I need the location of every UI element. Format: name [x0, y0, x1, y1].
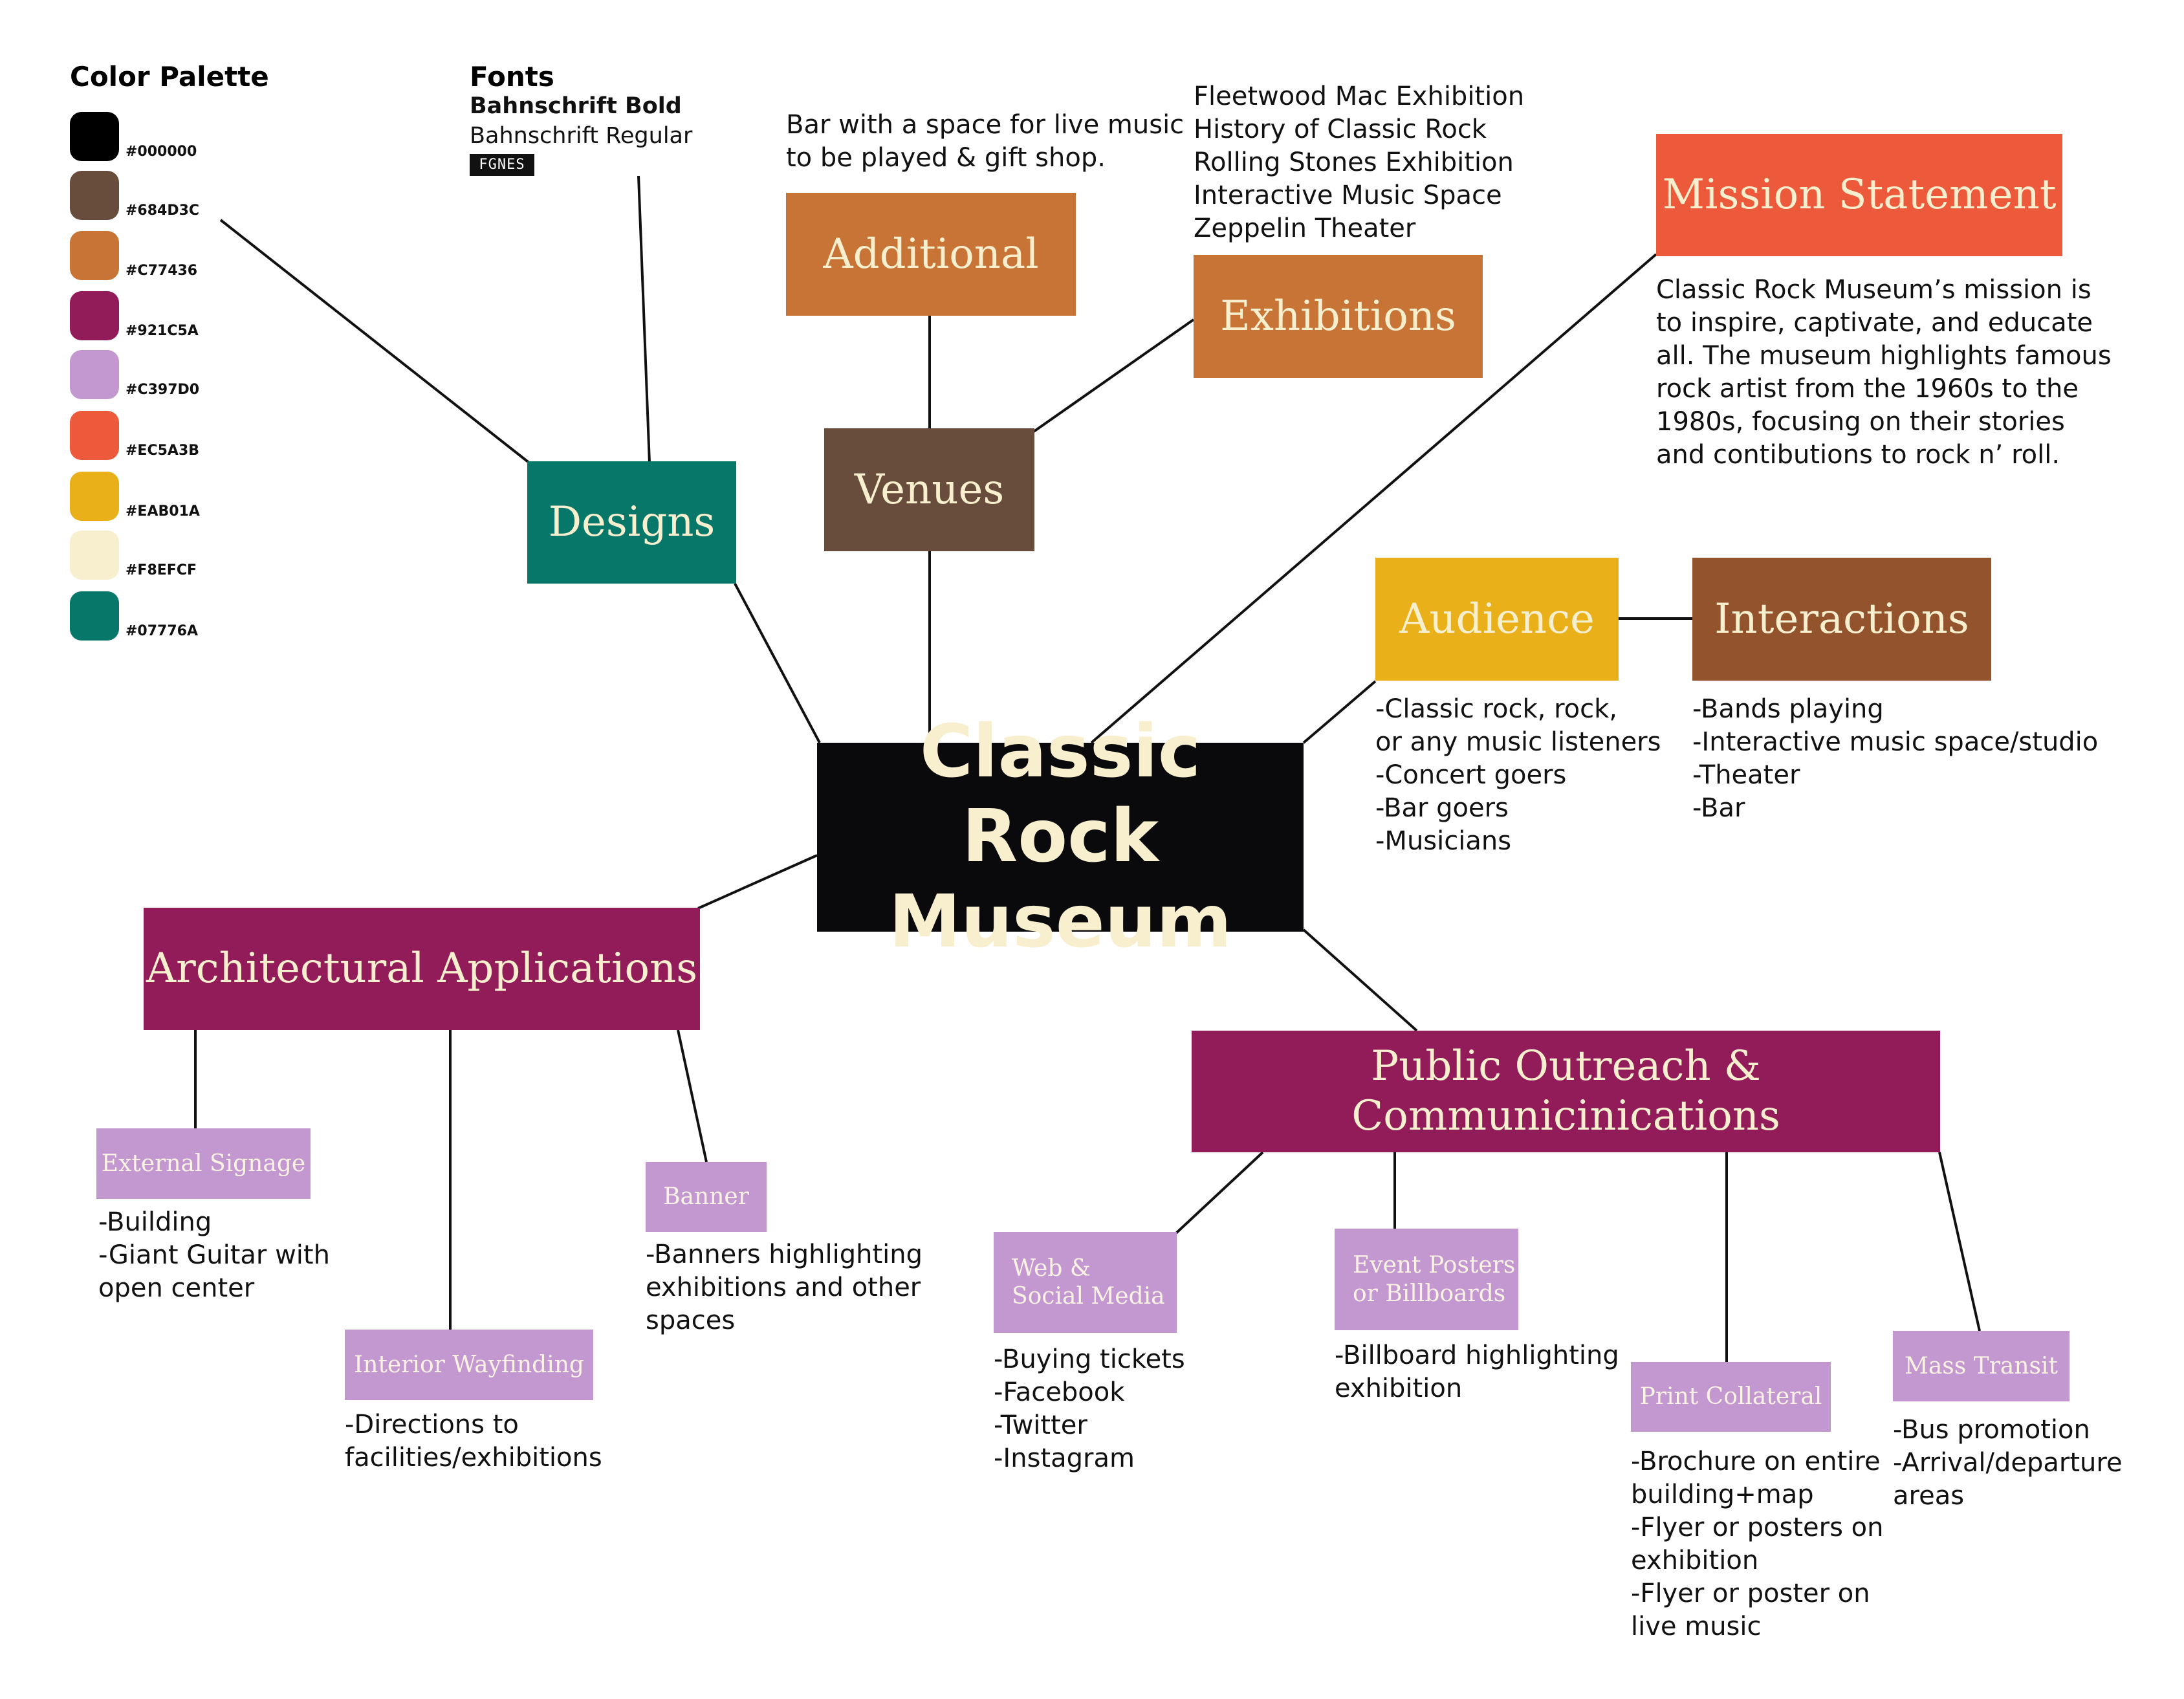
mass-transit-node: Mass Transit [1893, 1331, 2069, 1401]
banner-node: Banner [646, 1162, 767, 1232]
event-posters-text: -Billboard highlighting exhibition [1335, 1341, 1619, 1403]
connector-center-mission [1090, 253, 1657, 744]
swatch-label: #07776A [126, 623, 198, 639]
venues-node: Venues [824, 428, 1034, 551]
web-social-media-text: -Buying tickets -Facebook -Twitter -Inst… [994, 1344, 1185, 1473]
connector-designs-palette [219, 219, 531, 465]
swatch-f8efcf [70, 531, 119, 580]
swatch-eab01a [70, 472, 119, 521]
architectural-applications-node: Architectural Applications [144, 908, 700, 1030]
swatch-label: #921C5A [126, 323, 199, 339]
web-social-media-label: Web & Social Media [1012, 1255, 1165, 1310]
designs-node: Designs [527, 461, 736, 584]
audience-node: Audience [1375, 558, 1619, 681]
swatch-921c5a [70, 291, 119, 340]
banner-text: -Banners highlighting exhibitions and ot… [646, 1240, 923, 1335]
swatch-label: #C397D0 [126, 382, 200, 398]
palette-title: Color Palette [70, 61, 269, 93]
connector-arch-banner [677, 1029, 708, 1163]
font-regular-name: Bahnschrift Regular [470, 123, 693, 149]
connector-center-designs [734, 583, 821, 743]
swatch-07776a [70, 591, 119, 641]
exhibitions-node: Exhibitions [1194, 255, 1483, 378]
mass-transit-text: -Bus promotion -Arrival/departure areas [1893, 1415, 2123, 1511]
swatch-c397d0 [70, 350, 119, 399]
font-sample: FGNES [470, 154, 534, 176]
connector-outreach-web [1175, 1151, 1264, 1234]
print-collateral-node: Print Collateral [1631, 1362, 1831, 1432]
connector-center-outreach [1302, 928, 1418, 1032]
connector-designs-fonts [637, 175, 651, 464]
fonts-title: Fonts [470, 61, 554, 93]
swatch-000000 [70, 112, 119, 161]
swatch-label: #EAB01A [126, 503, 200, 520]
web-social-media-node: Web & Social Media [994, 1232, 1177, 1333]
exhibitions-list: Fleetwood Mac Exhibition History of Clas… [1194, 82, 1525, 243]
font-bold-name: Bahnschrift Bold [470, 93, 682, 119]
swatch-label: #C77436 [126, 263, 198, 279]
connector-venues-exhibitions [1032, 318, 1195, 433]
connector-center-architectural [697, 854, 818, 910]
swatch-label: #000000 [126, 144, 197, 160]
swatch-ec5a3b [70, 411, 119, 460]
interior-wayfinding-text: -Directions to facilities/exhibitions [345, 1410, 602, 1473]
connector-outreach-transit [1938, 1152, 1981, 1332]
center-title-line2: Museum [888, 879, 1232, 964]
mission-statement-text: Classic Rock Museum’s mission is to insp… [1656, 275, 2112, 470]
audience-text: -Classic rock, rock, or any music listen… [1375, 694, 1661, 856]
swatch-label: #684D3C [126, 203, 200, 219]
swatch-684d3c [70, 171, 119, 220]
interactions-text: -Bands playing -Interactive music space/… [1692, 694, 2099, 823]
event-posters-node: Event Posters or Billboards [1335, 1229, 1518, 1330]
additional-node: Additional [786, 193, 1076, 316]
public-outreach-node: Public Outreach & Communicinications [1192, 1031, 1940, 1152]
additional-note: Bar with a space for live music to be pl… [786, 110, 1185, 173]
swatch-c77436 [70, 231, 119, 280]
center-node: Classic Rock Museum [817, 710, 1304, 964]
mission-statement-node: Mission Statement [1656, 134, 2062, 256]
external-signage-text: -Building -Giant Guitar with open center [98, 1207, 330, 1303]
external-signage-node: External Signage [96, 1128, 311, 1199]
swatch-label: #EC5A3B [126, 443, 200, 459]
center-title-line1: Classic Rock [919, 710, 1201, 879]
connector-center-audience [1302, 680, 1377, 744]
print-collateral-text: -Brochure on entire building+map -Flyer … [1631, 1447, 1884, 1641]
event-posters-label: Event Posters or Billboards [1353, 1252, 1516, 1307]
swatch-label: #F8EFCF [126, 562, 197, 578]
interior-wayfinding-node: Interior Wayfinding [345, 1330, 593, 1400]
interactions-node: Interactions [1692, 558, 1991, 681]
